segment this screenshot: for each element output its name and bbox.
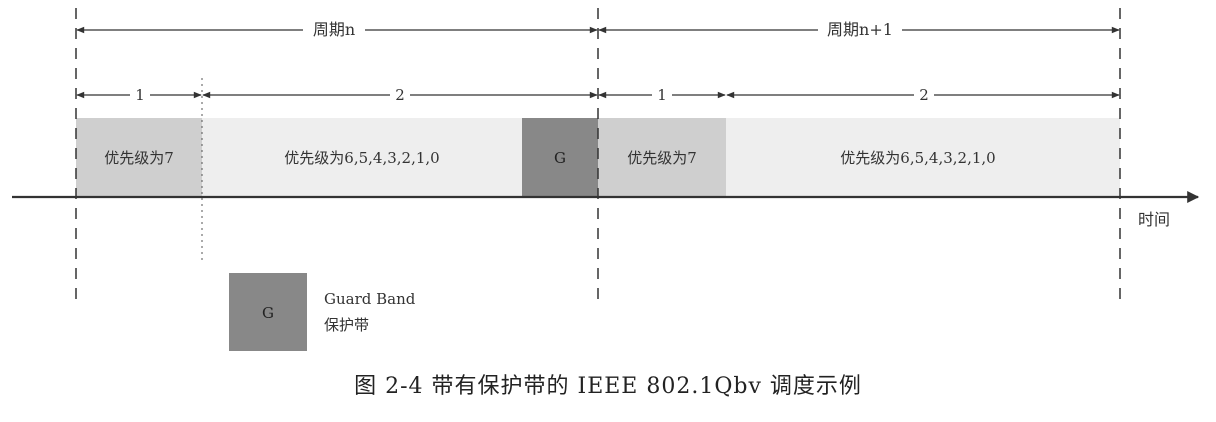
legend-label-zh: 保护带 [324,316,369,334]
figure-caption: 图 2-4 带有保护带的 IEEE 802.1Qbv 调度示例 [354,374,862,399]
segment-2-b-label: 2 [919,86,929,104]
block-label-priority-7-b: 优先级为7 [627,149,697,167]
block-priority-7-b [598,118,726,196]
legend-label-en: Guard Band [324,290,416,308]
block-label-guard: G [554,149,566,167]
block-guard-band [522,118,598,196]
cycle-n-label: 周期n [313,20,355,39]
block-label-priority-6-0-a: 优先级为6,5,4,3,2,1,0 [284,149,439,167]
segment-1-a-label: 1 [135,86,145,104]
block-priority-6-0-b [726,118,1120,196]
legend-guard-box [229,273,307,351]
cycle-n1-label: 周期n+1 [827,20,893,39]
block-label-priority-7-a: 优先级为7 [104,149,174,167]
time-axis-label: 时间 [1138,210,1170,229]
block-label-priority-6-0-b: 优先级为6,5,4,3,2,1,0 [840,149,995,167]
block-priority-7-a [76,118,202,196]
block-priority-6-0-a [202,118,522,196]
segment-2-a-label: 2 [395,86,405,104]
segment-1-b-label: 1 [657,86,667,104]
legend-guard-box-label: G [262,304,274,322]
scheduling-diagram: 优先级为7 优先级为6,5,4,3,2,1,0 G 优先级为7 优先级为6,5,… [12,8,1200,351]
